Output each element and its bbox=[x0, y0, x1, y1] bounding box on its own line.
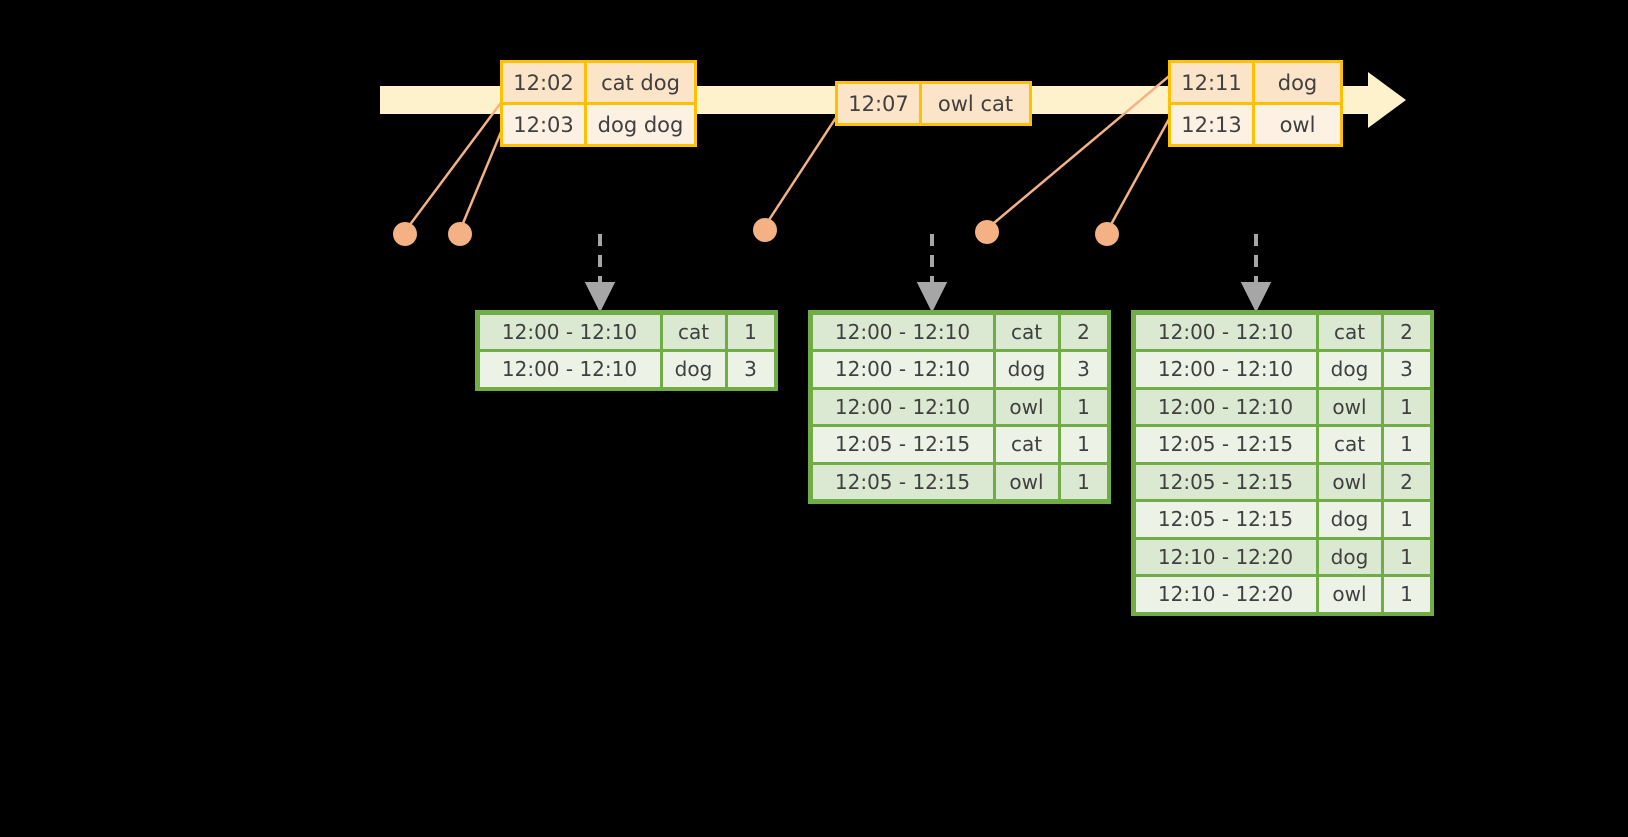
cell-key: owl bbox=[995, 464, 1058, 499]
cell-count: 1 bbox=[1383, 502, 1430, 537]
cell-key: cat bbox=[1318, 314, 1381, 349]
cell-key: cat bbox=[1318, 427, 1381, 462]
timeline-event-row[interactable]: 12:02 cat dog bbox=[503, 63, 694, 102]
cell-count: 1 bbox=[1383, 389, 1430, 424]
event-time: 12:07 bbox=[838, 84, 922, 123]
cell-key: owl bbox=[1318, 464, 1381, 499]
cell-window: 12:05 - 12:15 bbox=[812, 464, 993, 499]
cell-key: dog bbox=[995, 352, 1058, 387]
timeline-event-row[interactable]: 12:03 dog dog bbox=[503, 102, 694, 144]
event-value: dog dog bbox=[587, 105, 694, 144]
event-value: owl cat bbox=[922, 84, 1029, 123]
event-marker-2 bbox=[448, 222, 472, 246]
cell-window: 12:00 - 12:10 bbox=[1135, 389, 1316, 424]
cell-window: 12:00 - 12:10 bbox=[812, 352, 993, 387]
cell-key: owl bbox=[1318, 389, 1381, 424]
cell-key: cat bbox=[662, 314, 725, 349]
cell-window: 12:05 - 12:15 bbox=[1135, 427, 1316, 462]
cell-key: cat bbox=[995, 427, 1058, 462]
cell-window: 12:05 - 12:15 bbox=[1135, 502, 1316, 537]
cell-key: dog bbox=[662, 352, 725, 387]
event-value: owl bbox=[1255, 105, 1340, 144]
event-marker-1 bbox=[393, 222, 417, 246]
cell-key: owl bbox=[995, 389, 1058, 424]
cell-count: 2 bbox=[1383, 314, 1430, 349]
event-time: 12:03 bbox=[503, 105, 587, 144]
event-value: cat dog bbox=[587, 63, 694, 102]
cell-count: 1 bbox=[1383, 427, 1430, 462]
event-time: 12:11 bbox=[1171, 63, 1255, 102]
timeline-event-row[interactable]: 12:13 owl bbox=[1171, 102, 1340, 144]
cell-window: 12:05 - 12:15 bbox=[1135, 464, 1316, 499]
timeline-event-box-3[interactable]: 12:11 dog 12:13 owl bbox=[1168, 60, 1343, 147]
cell-key: dog bbox=[1318, 539, 1381, 574]
cell-window: 12:00 - 12:10 bbox=[479, 314, 660, 349]
cell-count: 2 bbox=[1060, 314, 1107, 349]
cell-count: 1 bbox=[1383, 577, 1430, 612]
cell-count: 3 bbox=[727, 352, 774, 387]
cell-window: 12:00 - 12:10 bbox=[812, 389, 993, 424]
event-time: 12:02 bbox=[503, 63, 587, 102]
cell-window: 12:10 - 12:20 bbox=[1135, 577, 1316, 612]
event-time: 12:13 bbox=[1171, 105, 1255, 144]
cell-count: 3 bbox=[1383, 352, 1430, 387]
timeline-event-box-2[interactable]: 12:07 owl cat bbox=[835, 81, 1032, 126]
cell-count: 1 bbox=[1060, 389, 1107, 424]
cell-key: cat bbox=[995, 314, 1058, 349]
timeline-event-box-1[interactable]: 12:02 cat dog 12:03 dog dog bbox=[500, 60, 697, 147]
timeline-arrowhead-icon bbox=[1368, 72, 1406, 128]
event-marker-4 bbox=[975, 220, 999, 244]
timeline-event-row[interactable]: 12:11 dog bbox=[1171, 63, 1340, 102]
cell-count: 1 bbox=[727, 314, 774, 349]
cell-count: 2 bbox=[1383, 464, 1430, 499]
cell-window: 12:10 - 12:20 bbox=[1135, 539, 1316, 574]
cell-window: 12:00 - 12:10 bbox=[479, 352, 660, 387]
cell-key: dog bbox=[1318, 502, 1381, 537]
cell-key: owl bbox=[1318, 577, 1381, 612]
cell-count: 1 bbox=[1060, 427, 1107, 462]
cell-window: 12:00 - 12:10 bbox=[812, 314, 993, 349]
timeline-event-row[interactable]: 12:07 owl cat bbox=[838, 84, 1029, 123]
cell-window: 12:00 - 12:10 bbox=[1135, 352, 1316, 387]
event-marker-5 bbox=[1095, 222, 1119, 246]
cell-count: 3 bbox=[1060, 352, 1107, 387]
event-marker-3 bbox=[753, 218, 777, 242]
cell-window: 12:05 - 12:15 bbox=[812, 427, 993, 462]
cell-count: 1 bbox=[1383, 539, 1430, 574]
event-value: dog bbox=[1255, 63, 1340, 102]
cell-key: dog bbox=[1318, 352, 1381, 387]
cell-window: 12:00 - 12:10 bbox=[1135, 314, 1316, 349]
cell-count: 1 bbox=[1060, 464, 1107, 499]
